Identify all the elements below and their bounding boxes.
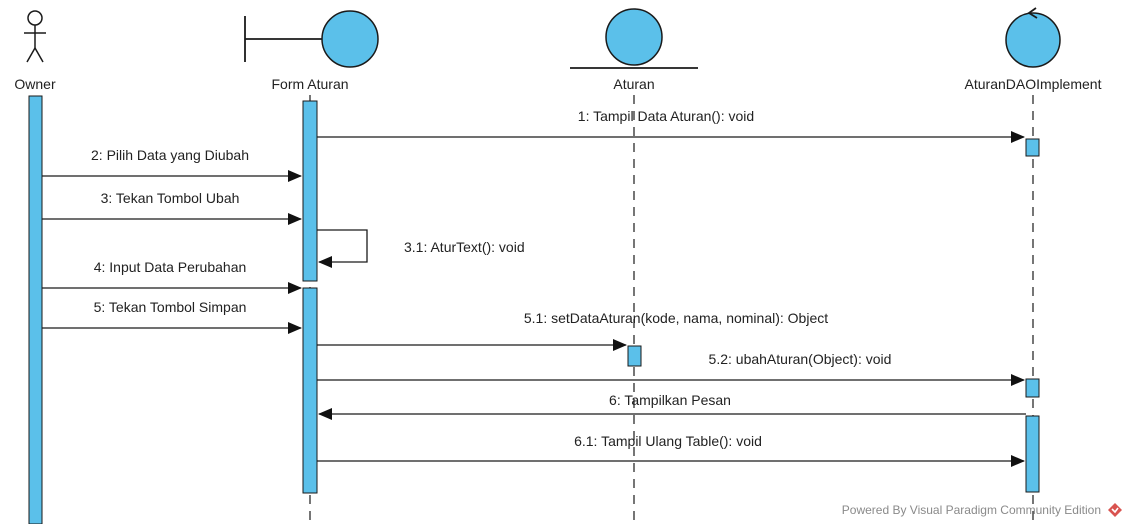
message-5-2-label: 5.2: ubahAturan(Object): void xyxy=(709,351,892,367)
powered-by-footer: Powered By Visual Paradigm Community Edi… xyxy=(842,502,1123,518)
control-activation-3 xyxy=(1025,415,1040,493)
owner-actor-icon xyxy=(24,10,46,63)
footer-text: Powered By Visual Paradigm Community Edi… xyxy=(841,503,1101,517)
owner-activation xyxy=(28,95,43,524)
message-5-1-label: 5.1: setDataAturan(kode, nama, nominal):… xyxy=(524,310,828,326)
participant-entity-label: Aturan xyxy=(613,76,654,92)
participant-control-label: AturanDAOImplement xyxy=(965,76,1102,92)
visual-paradigm-logo-icon xyxy=(1108,503,1122,517)
activations xyxy=(28,95,1040,524)
message-1-label: 1: Tampil Data Aturan(): void xyxy=(578,108,754,124)
entity-activation xyxy=(627,345,642,367)
boundary-icon xyxy=(244,10,379,68)
message-6-1-label: 6.1: Tampil Ulang Table(): void xyxy=(574,433,762,449)
control-icon xyxy=(1005,7,1061,68)
message-4-label: 4: Input Data Perubahan xyxy=(94,259,247,275)
entity-icon xyxy=(570,8,698,69)
message-3-1-label: 3.1: AturText(): void xyxy=(404,239,525,255)
message-6-label: 6: Tampilkan Pesan xyxy=(609,392,731,408)
participant-owner-label: Owner xyxy=(14,76,56,92)
message-3-label: 3: Tekan Tombol Ubah xyxy=(101,190,240,206)
participant-form-label: Form Aturan xyxy=(271,76,348,92)
message-3-1-selfcall-arrow xyxy=(317,229,368,268)
form-activation-2 xyxy=(302,287,318,494)
control-activation-2 xyxy=(1025,378,1040,398)
form-activation-1 xyxy=(302,100,318,282)
message-5-label: 5: Tekan Tombol Simpan xyxy=(94,299,247,315)
control-activation-1 xyxy=(1025,138,1040,157)
message-2-label: 2: Pilih Data yang Diubah xyxy=(91,147,249,163)
